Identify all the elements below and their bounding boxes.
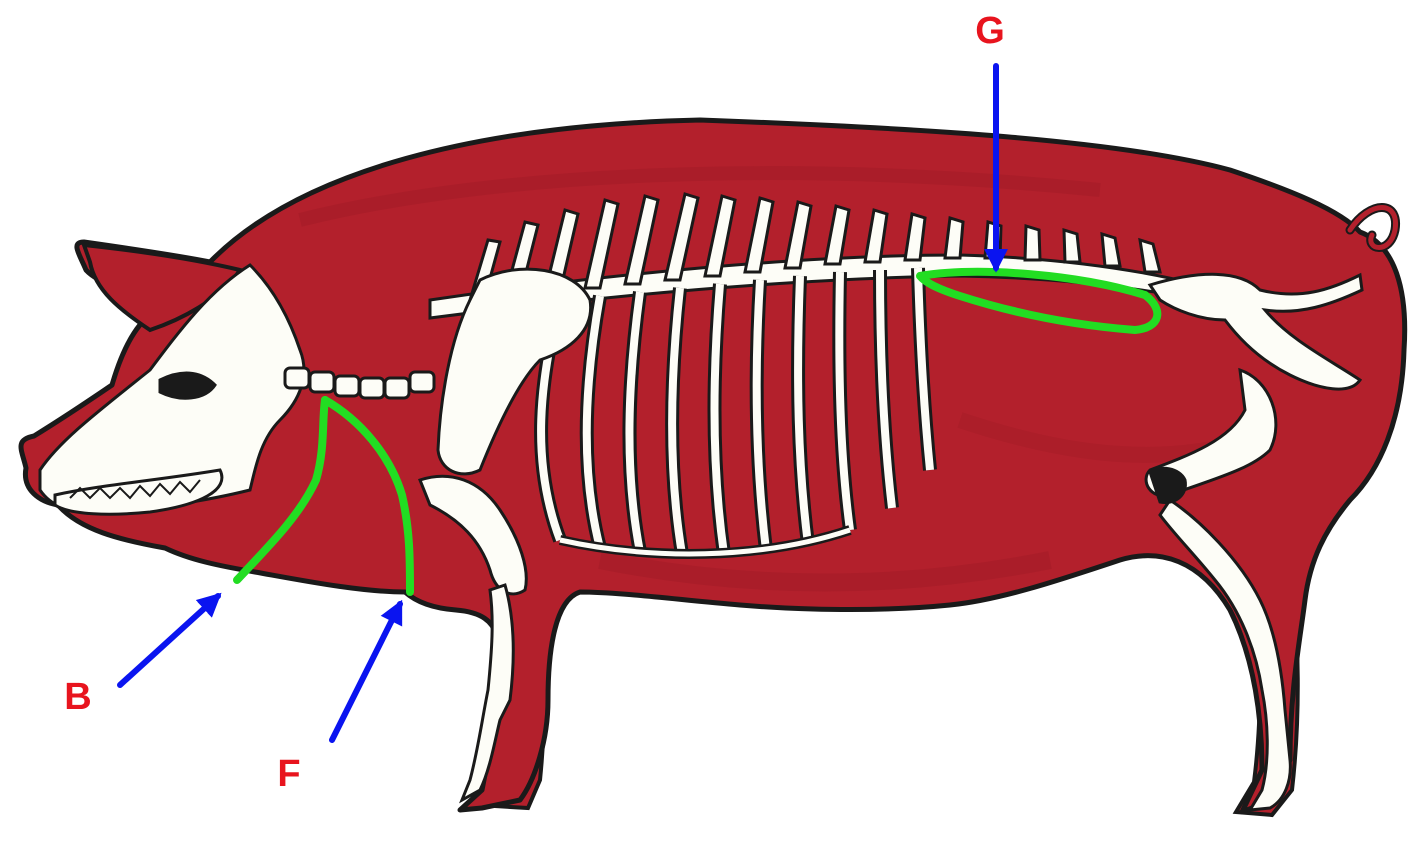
label-f: F [277, 753, 300, 795]
arrow-icon [332, 604, 400, 740]
label-g: G [975, 10, 1005, 52]
arrow-icon [120, 596, 218, 685]
label-b: B [64, 676, 91, 718]
